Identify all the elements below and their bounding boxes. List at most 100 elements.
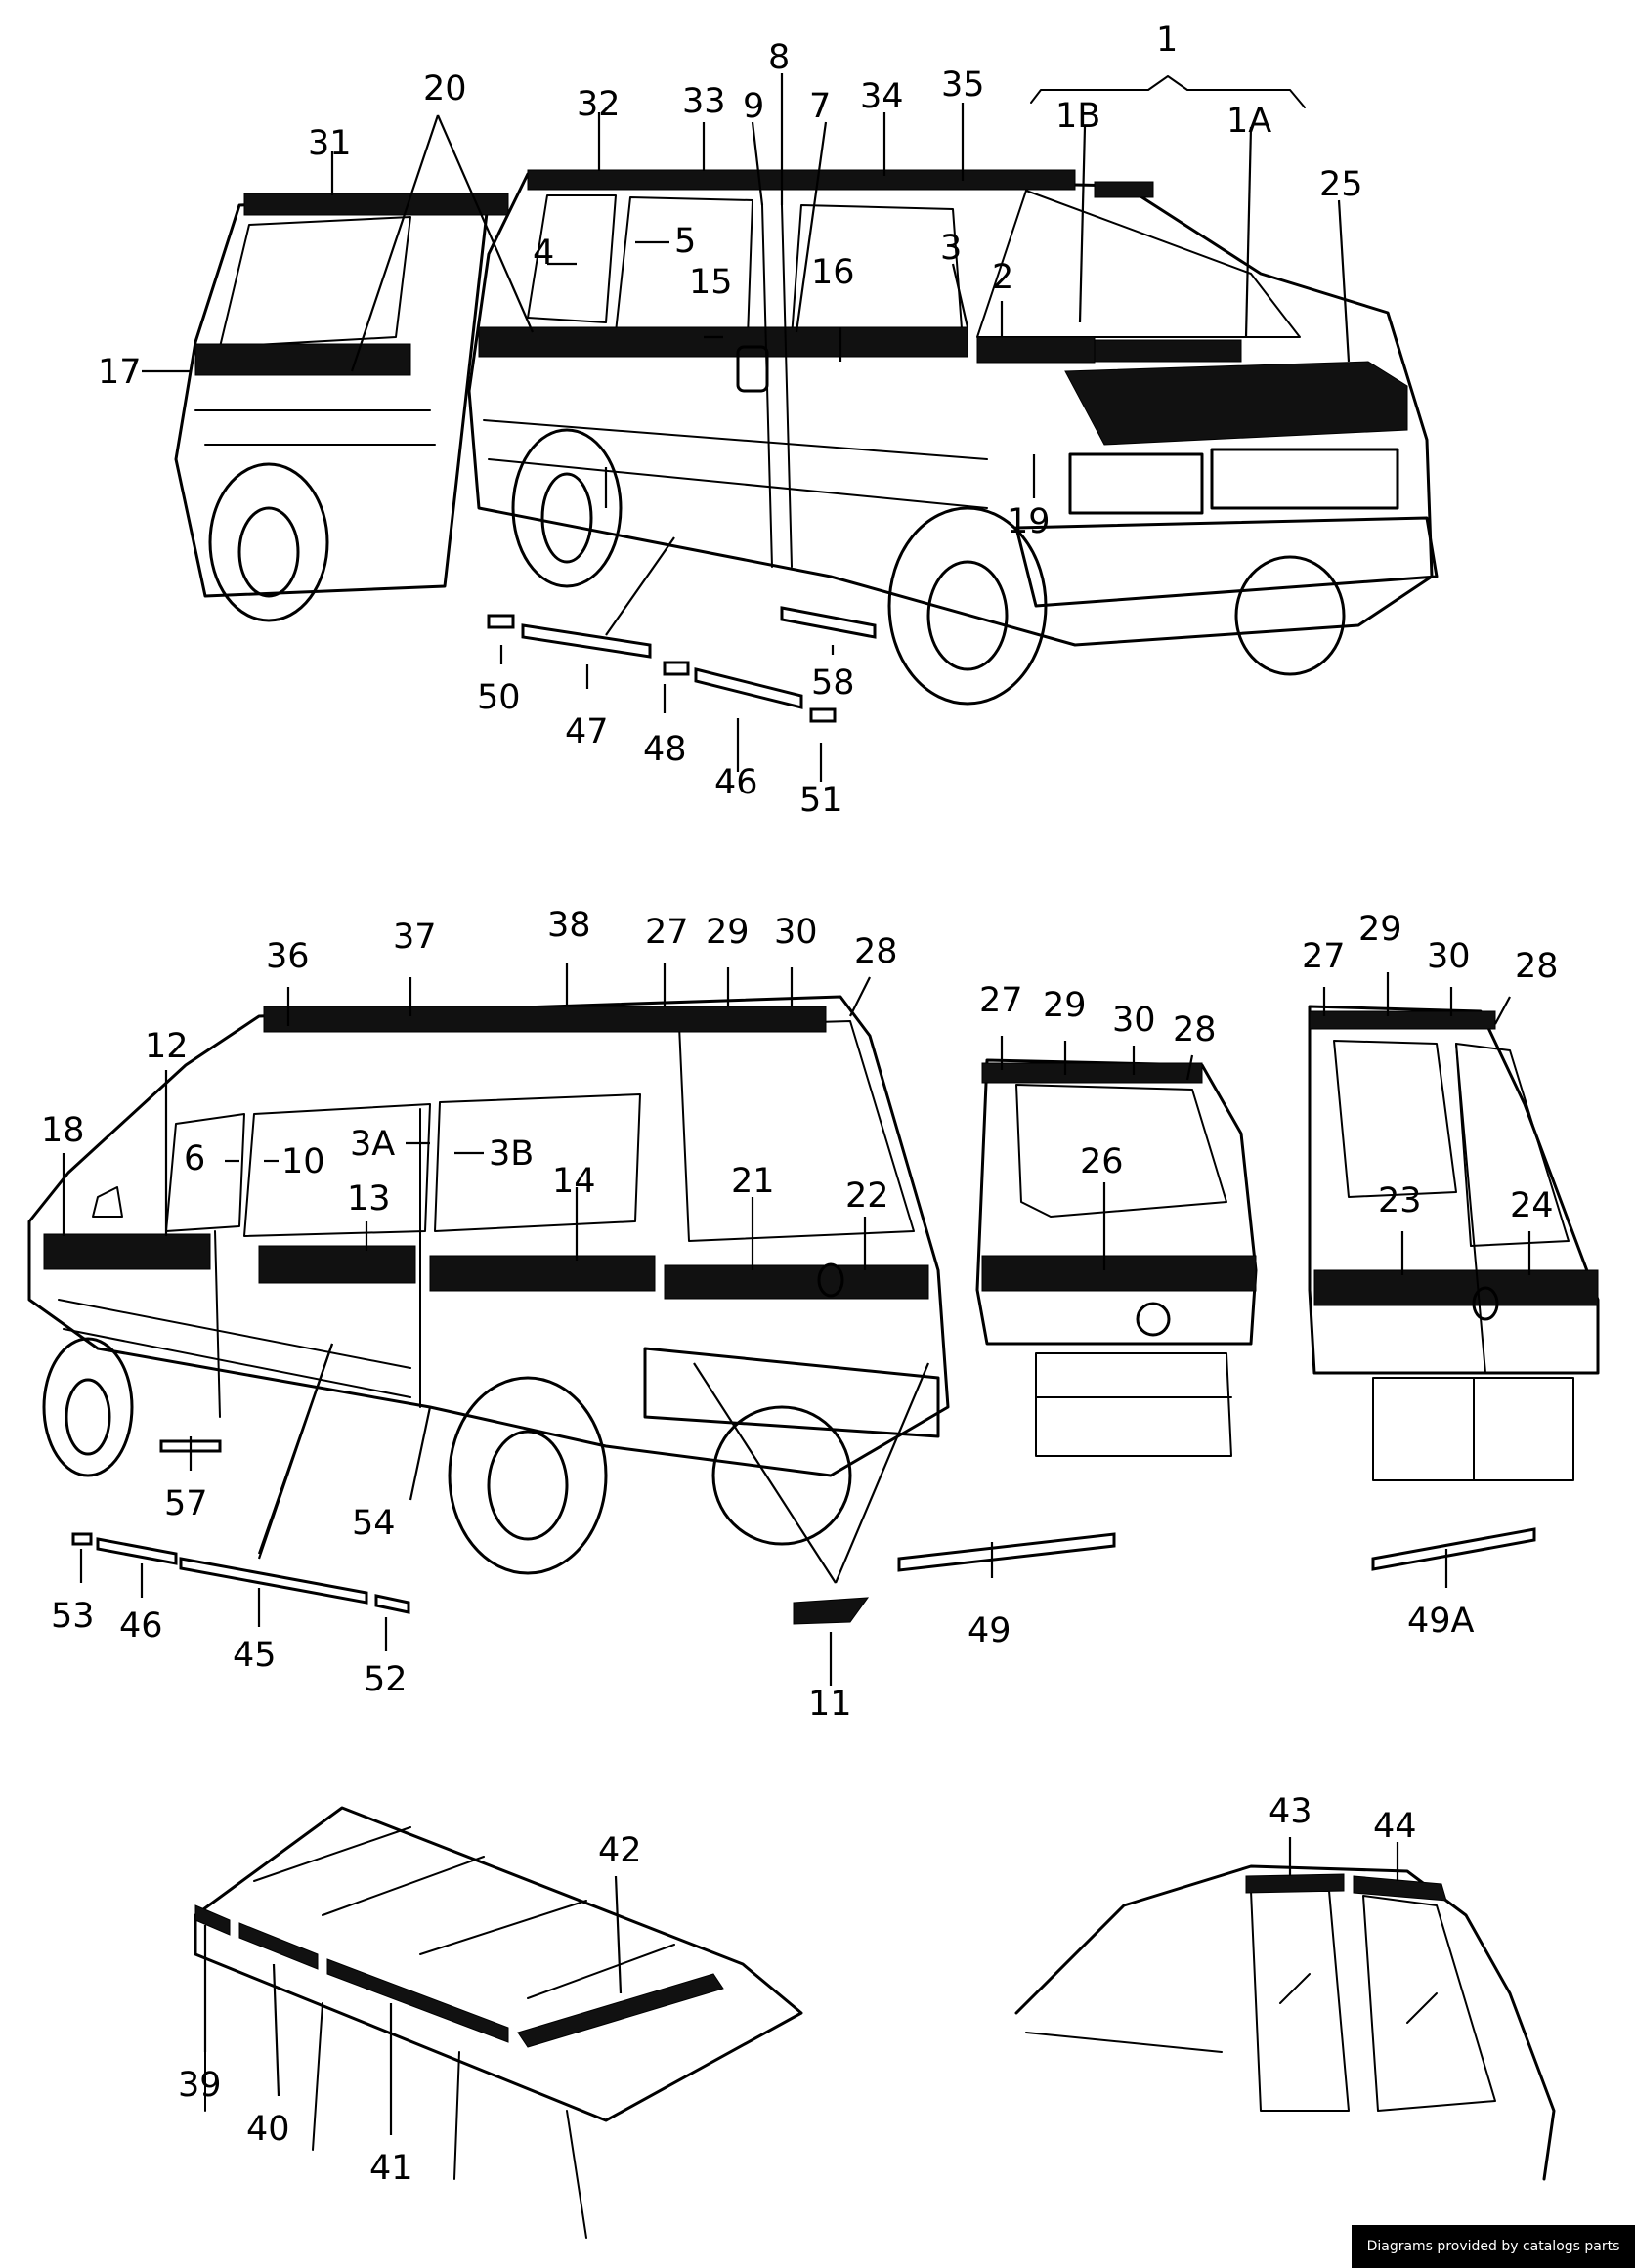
strip-roof-36-28	[263, 1006, 827, 1033]
label-39: 39	[178, 2066, 222, 2105]
label-3B: 3B	[489, 1134, 534, 1174]
label-1A: 1A	[1226, 102, 1271, 141]
strip-15-16	[478, 326, 968, 358]
strip-26	[981, 1255, 1257, 1292]
label-10: 10	[281, 1142, 325, 1181]
part-50	[487, 614, 515, 629]
label-29b: 29	[1043, 986, 1087, 1025]
label-9: 9	[743, 87, 764, 126]
label-11: 11	[808, 1685, 852, 1724]
label-25: 25	[1319, 165, 1363, 204]
label-14: 14	[552, 1162, 596, 1201]
label-30b: 30	[1112, 1001, 1156, 1040]
van-rear-view	[27, 963, 1116, 1686]
label-54: 54	[352, 1504, 396, 1543]
label-26: 26	[1080, 1142, 1124, 1181]
label-16: 16	[811, 253, 855, 292]
label-32: 32	[577, 85, 621, 124]
label-8: 8	[768, 38, 790, 77]
label-15: 15	[689, 263, 733, 302]
strip-13	[258, 1245, 416, 1284]
strip-roof-32-35	[527, 169, 1076, 191]
label-17: 17	[98, 353, 142, 392]
label-41: 41	[369, 2149, 413, 2188]
label-48: 48	[643, 730, 687, 769]
label-24: 24	[1510, 1186, 1554, 1225]
label-28c: 28	[1515, 947, 1559, 986]
label-30c: 30	[1427, 937, 1471, 976]
label-36: 36	[266, 937, 310, 976]
label-2: 2	[992, 258, 1013, 297]
strip-1B	[1094, 181, 1154, 198]
label-21: 21	[731, 1162, 775, 1201]
strip-21-22	[664, 1264, 929, 1300]
strip-23-24	[1313, 1269, 1599, 1306]
strip-39	[194, 1904, 231, 1936]
credit-footer: Diagrams provided by catalogs parts	[1352, 2225, 1635, 2268]
tailgate	[975, 1036, 1258, 1457]
part-51	[809, 707, 837, 723]
label-51: 51	[799, 781, 843, 820]
part-53	[71, 1532, 93, 1546]
strip-14	[429, 1255, 656, 1292]
label-5: 5	[674, 222, 696, 261]
label-40: 40	[246, 2110, 290, 2149]
strip-44	[1353, 1875, 1447, 1902]
label-50: 50	[477, 678, 521, 717]
label-18: 18	[41, 1111, 85, 1150]
label-28a: 28	[854, 932, 898, 971]
label-6: 6	[184, 1139, 205, 1178]
strip-1A	[1094, 339, 1242, 363]
label-27c: 27	[1302, 937, 1346, 976]
label-47: 47	[565, 712, 609, 751]
label-33: 33	[682, 82, 726, 121]
label-52: 52	[364, 1660, 408, 1699]
part-labels: 1 1B 1A 2 3 4 5 7 8 9 15 16 17 19 20 25 …	[41, 21, 1559, 2188]
part-49	[897, 1532, 1116, 1572]
label-34: 34	[860, 77, 904, 116]
van-front-view	[142, 73, 1439, 782]
label-31: 31	[308, 124, 352, 163]
part-52	[374, 1594, 410, 1614]
strip-42	[517, 1973, 724, 2048]
strip-tailgate-roof	[981, 1062, 1203, 1084]
strip-40	[238, 1922, 319, 1970]
part-58	[780, 606, 877, 639]
high-roof-view	[1014, 1837, 1556, 2181]
label-27b: 27	[979, 981, 1023, 1020]
strip-31	[243, 193, 509, 216]
strip-25	[1064, 361, 1408, 446]
part-46-top	[694, 667, 803, 709]
strip-43	[1245, 1873, 1345, 1894]
part-45	[179, 1557, 368, 1605]
label-3: 3	[940, 229, 962, 268]
part-11	[793, 1597, 870, 1625]
strip-18-12	[43, 1233, 211, 1270]
strip-doors-roof	[1309, 1010, 1496, 1030]
label-38: 38	[547, 906, 591, 945]
roof-view	[194, 1806, 803, 2239]
label-29c: 29	[1358, 910, 1402, 949]
label-1B: 1B	[1055, 97, 1100, 136]
label-53: 53	[51, 1597, 95, 1636]
label-37: 37	[393, 918, 437, 957]
label-42: 42	[598, 1831, 642, 1870]
label-27a: 27	[645, 913, 689, 952]
label-12: 12	[145, 1027, 189, 1066]
part-46-mid	[96, 1537, 178, 1565]
part-48	[663, 661, 690, 676]
label-20: 20	[423, 69, 467, 108]
strip-41	[326, 1958, 509, 2043]
label-4: 4	[533, 234, 554, 273]
label-58: 58	[811, 663, 855, 703]
label-3A: 3A	[350, 1125, 395, 1164]
label-29a: 29	[706, 913, 750, 952]
label-7: 7	[809, 87, 831, 126]
label-19: 19	[1007, 502, 1051, 541]
label-43: 43	[1269, 1792, 1312, 1831]
label-49A: 49A	[1407, 1602, 1475, 1641]
label-23: 23	[1378, 1181, 1422, 1220]
label-13: 13	[347, 1179, 391, 1219]
